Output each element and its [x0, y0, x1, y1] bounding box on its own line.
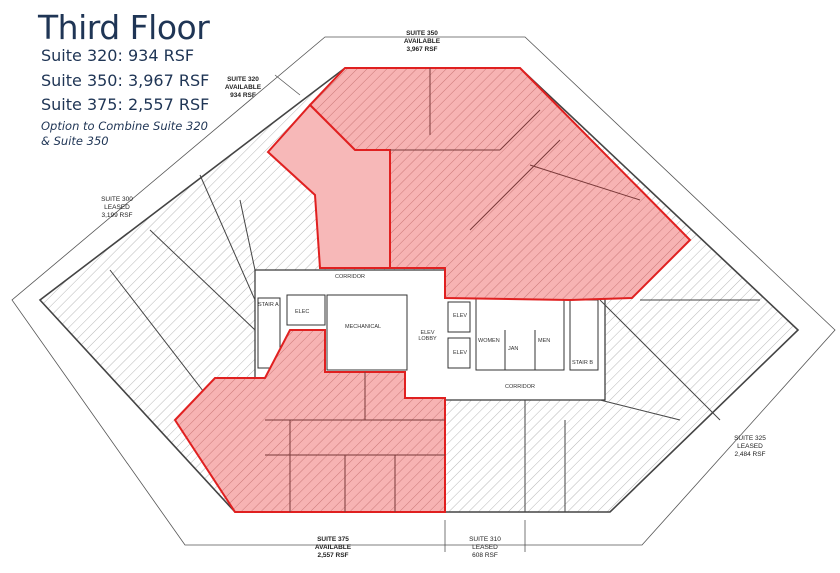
elevator-1-label: ELEV — [453, 313, 468, 319]
corridor-top-label: CORRIDOR — [335, 274, 365, 280]
elev-lobby-label: ELEV LOBBY — [418, 330, 437, 342]
page-title: Third Floor — [38, 8, 210, 47]
suite-320-area — [266, 103, 391, 269]
elec-label: ELEC — [295, 309, 310, 315]
combine-note: Option to Combine Suite 320 & Suite 350 — [41, 119, 208, 148]
men-label: MEN — [538, 338, 551, 344]
women-label: WOMEN — [478, 338, 500, 344]
corridor-bottom-label: CORRIDOR — [505, 384, 535, 390]
available-partitions — [265, 68, 641, 512]
stair-a — [257, 297, 281, 369]
restrooms — [475, 297, 565, 371]
stair-a-label: STAIR A — [258, 302, 279, 308]
mechanical-room — [326, 294, 408, 371]
stair-b-label: STAIR B — [572, 360, 593, 366]
suite-320-summary: Suite 320: 934 RSF — [41, 46, 195, 65]
elevator-1 — [447, 301, 471, 333]
dimension-ticks — [274, 74, 526, 552]
leased-partitions — [109, 174, 760, 512]
property-line — [11, 36, 836, 546]
elevator-2 — [447, 337, 471, 369]
mechanical-label: MECHANICAL — [345, 324, 382, 330]
elec-room — [286, 294, 326, 326]
janitor-label: JAN — [508, 346, 519, 352]
elevator-2-label: ELEV — [453, 350, 468, 356]
suite-350-summary: Suite 350: 3,967 RSF — [41, 71, 210, 90]
suite-375-summary: Suite 375: 2,557 RSF — [41, 95, 210, 114]
